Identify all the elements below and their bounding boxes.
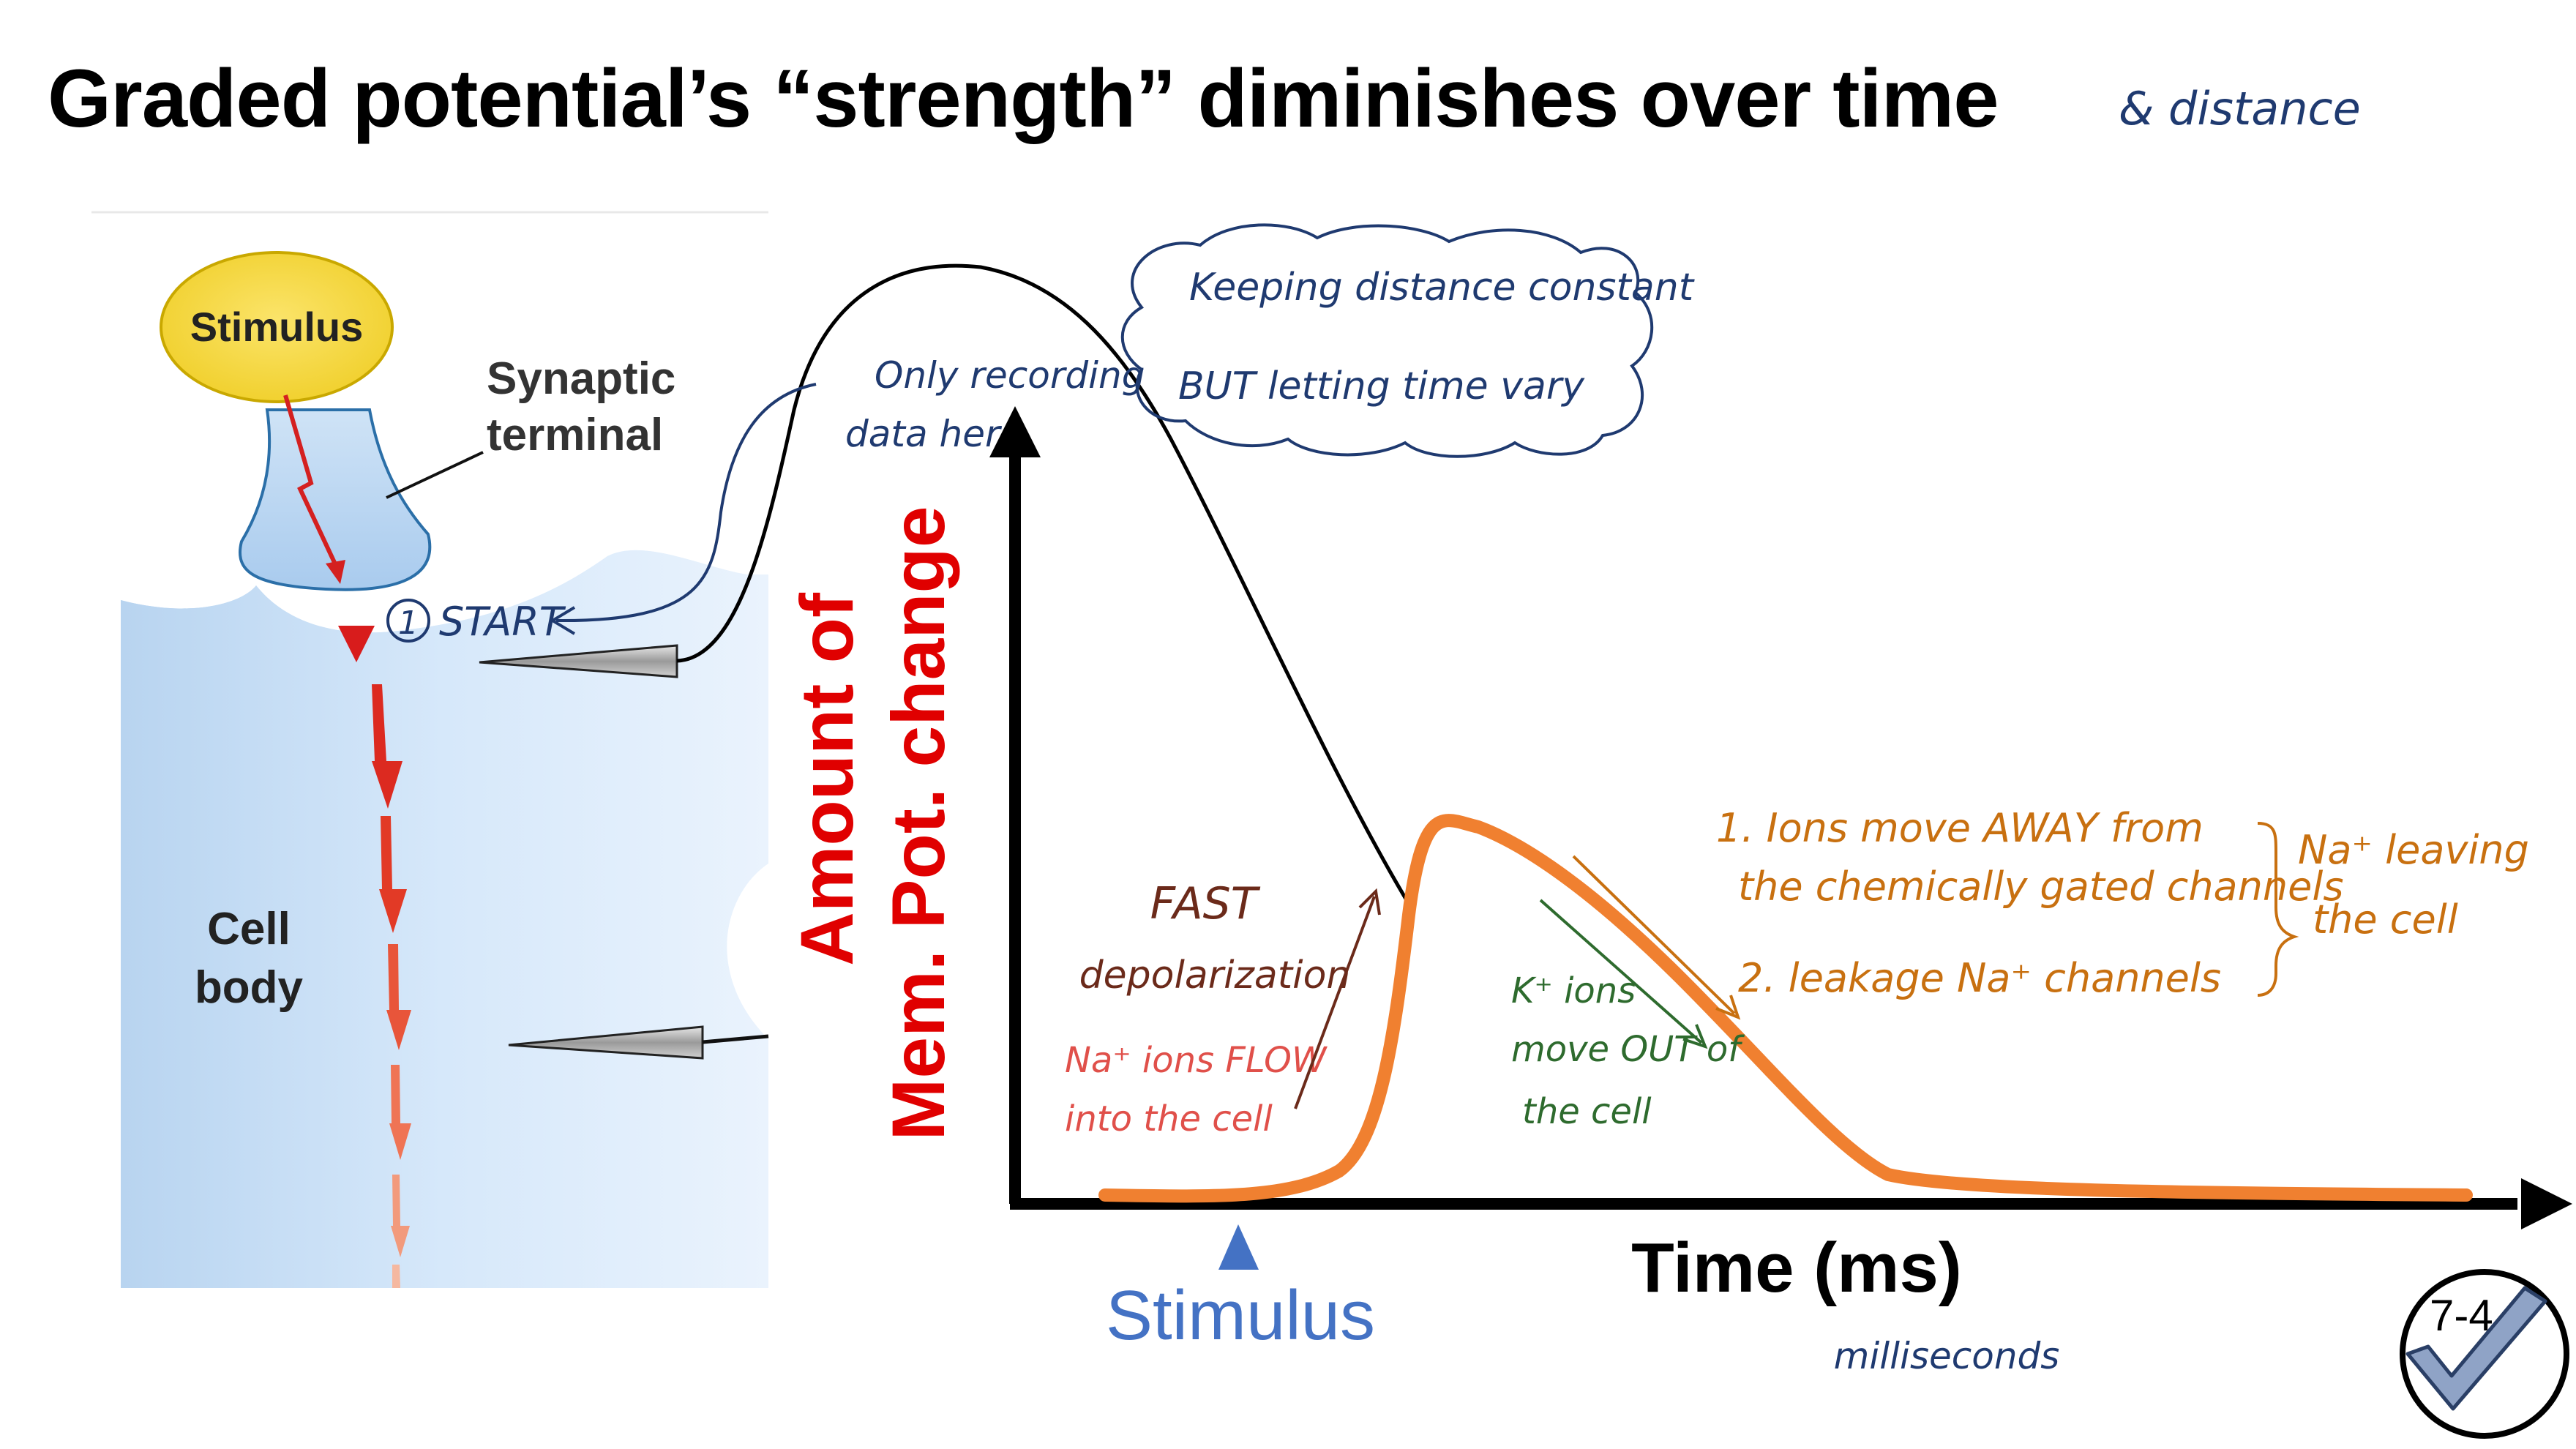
na-note-2: into the cell [1065,1098,1273,1139]
cloud-line-2: BUT letting time vary [1178,364,1585,408]
recording-arrow [555,383,817,623]
y-axis-arrowhead [989,406,1041,457]
check-icon [2405,1286,2547,1411]
cell-body-label-2: body [195,962,304,1013]
x-axis-arrowhead [2521,1178,2572,1229]
k-arrow [1539,899,1703,1044]
k-note-2: move OUT of [1511,1029,1745,1070]
slide-number-badge: 7-4 [2400,1269,2569,1439]
fast-note-1: FAST [1150,878,1261,929]
note-cloud [1120,223,1654,458]
title-note: & distance [2119,82,2361,135]
x-axis-note: milliseconds [1834,1335,2060,1377]
recording-note-1: Only recording [875,354,1145,397]
reason-1-line-2: the chemically gated channels [1738,864,2343,910]
y-axis-label-1: Amount of [785,592,869,966]
recording-electrode-bottom [508,1025,704,1060]
stimulus-label: Stimulus [190,304,363,350]
brace-note-2: the cell [2313,896,2458,943]
recording-electrode-top [479,644,678,678]
graded-potential-curve [1098,814,2473,1203]
k-note-3: the cell [1522,1091,1652,1132]
reason-2: 2. leakage Na⁺ channels [1738,955,2221,1001]
stimulus-axis-label: Stimulus [1106,1276,1375,1355]
recording-trace [676,263,1411,905]
reason-1-line-1: 1. Ions move AWAY from [1716,805,2204,851]
stimulus-bolt [283,394,339,569]
synaptic-label-1: Synaptic [487,353,675,404]
synaptic-terminal [238,408,432,591]
stimulus-marker [1218,1224,1259,1270]
synaptic-label-2: terminal [487,410,663,460]
stimulus-ellipse [160,251,394,403]
start-number: 1 [398,604,419,642]
graph: Amount of Mem. Pot. change Stimulus Time… [785,406,2572,1377]
start-label: START [439,599,566,645]
fast-arrow [1294,896,1376,1109]
slide-number: 7-4 [2430,1291,2493,1340]
cloud-line-1: Keeping distance constant [1189,266,1695,310]
fast-note-2: depolarization [1079,954,1351,997]
y-axis-label-2: Mem. Pot. change [877,506,960,1140]
brace-note-1: Na⁺ leaving [2298,827,2529,873]
brace [2257,822,2299,997]
k-note-1: K⁺ ions [1511,970,1636,1011]
neuron-diagram: Stimulus Synaptic terminal Cell body 1 [91,211,769,1288]
x-axis-label: Time (ms) [1631,1229,1962,1307]
slide-title: Graded potential’s “strength” diminishes… [48,53,1999,144]
start-circle [386,599,430,643]
recording-note-2: data here [845,413,1022,455]
cell-body-label-1: Cell [207,904,291,954]
na-note-1: Na⁺ ions FLOW [1065,1040,1328,1081]
signal-arrows [338,626,411,1288]
reason-arrow [1572,855,1736,1015]
